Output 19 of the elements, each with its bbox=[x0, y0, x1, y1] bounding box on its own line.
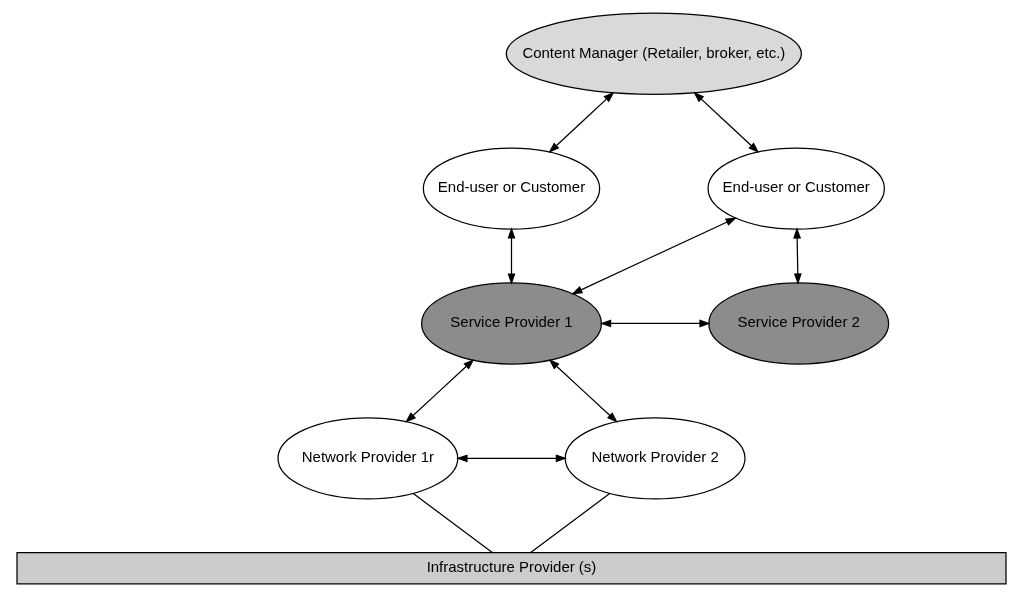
node-ellipse: Network Provider 1r bbox=[276, 417, 458, 500]
arrow bbox=[792, 227, 802, 285]
node-ellipse: Content Manager (Retailer, broker, etc.) bbox=[505, 12, 802, 95]
arrow bbox=[547, 91, 614, 153]
arrow bbox=[692, 91, 759, 153]
arrow bbox=[599, 319, 711, 328]
connector bbox=[529, 492, 610, 554]
node-box: Infrastructure Provider (s) bbox=[15, 552, 1007, 585]
node-ellipse: Network Provider 2 bbox=[564, 417, 746, 500]
arrow bbox=[548, 358, 618, 423]
node-ellipse: Service Provider 1 bbox=[420, 282, 602, 365]
node-ellipse: End-user or Customer bbox=[706, 147, 885, 230]
arrow bbox=[455, 454, 567, 463]
arrow bbox=[507, 227, 515, 285]
arrow bbox=[404, 358, 474, 423]
arrow bbox=[570, 217, 737, 295]
connector bbox=[412, 492, 493, 554]
node-ellipse: Service Provider 2 bbox=[707, 282, 889, 365]
node-ellipse: End-user or Customer bbox=[422, 147, 600, 230]
